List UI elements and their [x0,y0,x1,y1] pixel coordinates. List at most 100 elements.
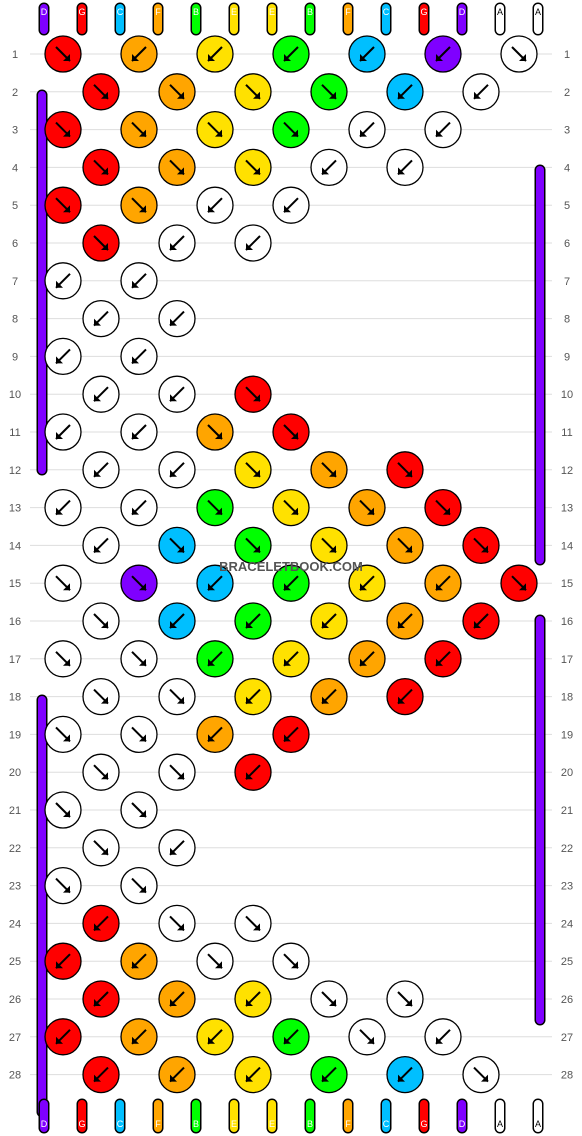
knot-arrow-head [329,469,336,477]
knot-arrow-head [177,923,184,931]
row-number-right: 5 [564,200,570,212]
knot-arrow-head [94,394,101,402]
knot-arrow-head [101,772,108,780]
knot-arrow-head [56,507,63,515]
knot-arrow-head [246,1074,253,1082]
row-number-right: 23 [561,881,573,893]
knot-arrow-head [443,507,450,515]
row-number-right: 27 [561,1032,573,1044]
knot-arrow-head [246,772,253,780]
knot-arrow-head [101,621,108,628]
row-number-left: 7 [12,276,18,288]
knot-arrow-head [208,54,215,61]
knot-arrow-head [208,205,215,213]
strand-label-bottom: D [41,1119,48,1129]
knot-arrow-head [132,1036,139,1044]
row-number-left: 11 [9,427,20,439]
knot-arrow-head [367,1036,374,1044]
strand-label-top: E [231,7,237,17]
row-number-right: 20 [561,767,573,779]
knot-arrow-head [170,243,177,250]
knot-arrow-head [398,696,405,704]
row-number-left: 20 [9,767,21,779]
row-number-right: 7 [564,276,570,288]
knot-arrow-head [170,318,177,326]
strand-label-bottom: C [117,1119,124,1129]
watermark: BRACELETBOOK.COM [219,559,363,574]
knot-arrow-head [519,54,526,61]
strand-label-top: A [535,7,541,17]
row-number-right: 1 [564,49,570,61]
knot-arrow-head [132,432,139,439]
knot-arrow-head [101,696,108,704]
knot-arrow-head [284,583,291,591]
knot-arrow-head [436,658,443,666]
knot-arrow-head [63,129,70,137]
knot-arrow-head [436,583,443,591]
strand-label-top: E [269,7,275,17]
row-number-right: 16 [561,616,573,628]
knot-arrow-head [56,961,63,969]
thread-strands [36,2,546,1134]
strand-label-top: B [307,7,313,17]
knot-arrow-head [215,961,222,969]
row-number-left: 14 [9,540,21,552]
strand-label-bottom: E [231,1119,237,1129]
row-number-right: 13 [561,503,573,515]
knot-arrow-head [170,621,177,628]
knot-arrow-head [208,1036,215,1044]
knot-arrow-head [284,54,291,61]
knot-arrow-head [291,432,298,439]
knot-arrow-head [139,129,146,137]
row-number-right: 9 [564,351,570,363]
row-number-right: 21 [561,805,573,817]
knot-arrow-head [132,356,139,364]
knot-arrow-head [405,469,412,477]
knot-arrow-head [94,469,101,477]
knot-arrow-head [170,469,177,477]
strand-label-bottom: F [345,1119,351,1129]
row-number-right: 10 [561,389,573,401]
row-number-right: 15 [561,578,573,590]
strand-label-top: F [155,7,161,17]
knot-arrow-head [360,658,367,666]
row-number-left: 28 [9,1070,21,1082]
row-number-left: 3 [12,125,18,137]
knot-arrow-head [208,734,215,742]
knot-arrow-head [481,545,488,553]
knot-arrow-head [170,999,177,1006]
strand-label-bottom: A [535,1119,541,1129]
strand-label-top: G [78,7,85,17]
knot-arrow-head [101,243,108,250]
row-number-right: 8 [564,314,570,326]
knot-arrow-head [63,885,70,893]
row-number-right: 3 [564,125,570,137]
row-number-right: 24 [561,918,573,930]
knot-arrow-head [63,583,70,591]
row-number-left: 24 [9,918,21,930]
knot-arrow-head [132,961,139,969]
knot-arrow-head [132,507,139,515]
row-number-left: 19 [9,729,21,741]
knot-arrow-head [291,129,298,137]
knot-arrow-head [101,847,108,855]
knot-arrow-head [398,167,405,175]
row-number-left: 18 [9,692,21,704]
knot-arrow-head [139,734,146,742]
row-number-left: 6 [12,238,18,250]
knot-arrow-head [94,923,101,931]
knot-arrow-head [329,999,336,1006]
knot-arrow-head [63,734,70,742]
knot-arrow-head [63,205,70,213]
row-number-left: 12 [9,465,21,477]
row-number-right: 18 [561,692,573,704]
strand-label-bottom: D [459,1119,466,1129]
knot-arrow-head [284,734,291,742]
knot-arrow-head [177,772,184,780]
knot-arrow-head [367,507,374,515]
row-number-right: 12 [561,465,573,477]
row-number-left: 2 [12,87,18,99]
knot-arrow-head [132,54,139,61]
